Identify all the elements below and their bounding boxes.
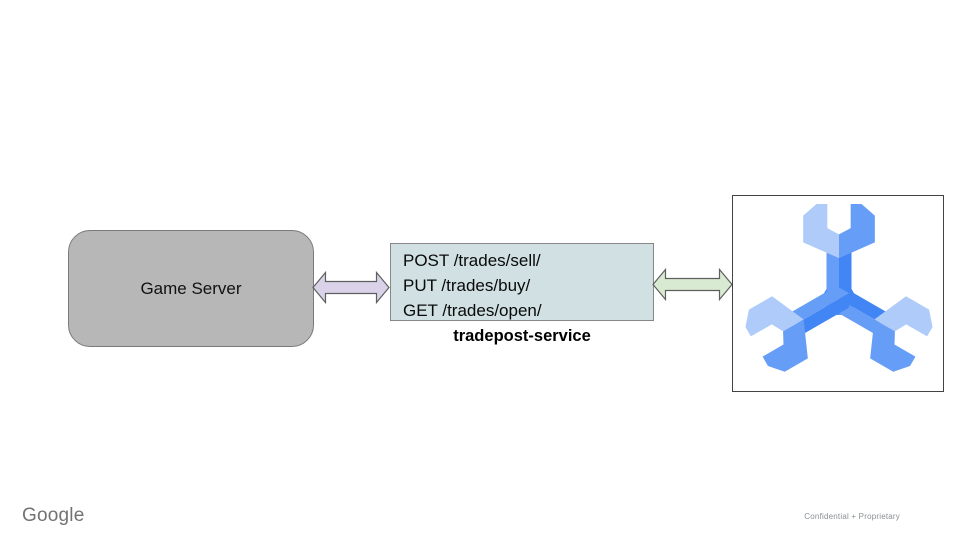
- spanner-arm-lower-right: [828, 286, 933, 372]
- game-to-service-arrow: [312, 271, 390, 304]
- tradepost-service-node: POST /trades/sell/ PUT /trades/buy/ GET …: [390, 243, 654, 321]
- service-caption: tradepost-service: [453, 327, 591, 345]
- endpoint-line-get: GET /trades/open/: [403, 301, 542, 320]
- game-server-node: Game Server: [68, 230, 314, 347]
- endpoint-line-put: PUT /trades/buy/: [403, 276, 531, 295]
- cloud-spanner-icon: [745, 204, 933, 372]
- spanner-arm-lower-left: [745, 286, 850, 372]
- service-to-spanner-arrow: [652, 268, 733, 301]
- spanner-node: [732, 195, 944, 392]
- google-logo: Google: [22, 505, 85, 526]
- double-arrow-icon: [652, 268, 733, 301]
- game-server-label: Game Server: [140, 278, 242, 298]
- endpoint-line-post: POST /trades/sell/: [403, 251, 541, 270]
- confidential-note: Confidential + Proprietary: [804, 512, 900, 521]
- double-arrow-icon: [312, 271, 390, 304]
